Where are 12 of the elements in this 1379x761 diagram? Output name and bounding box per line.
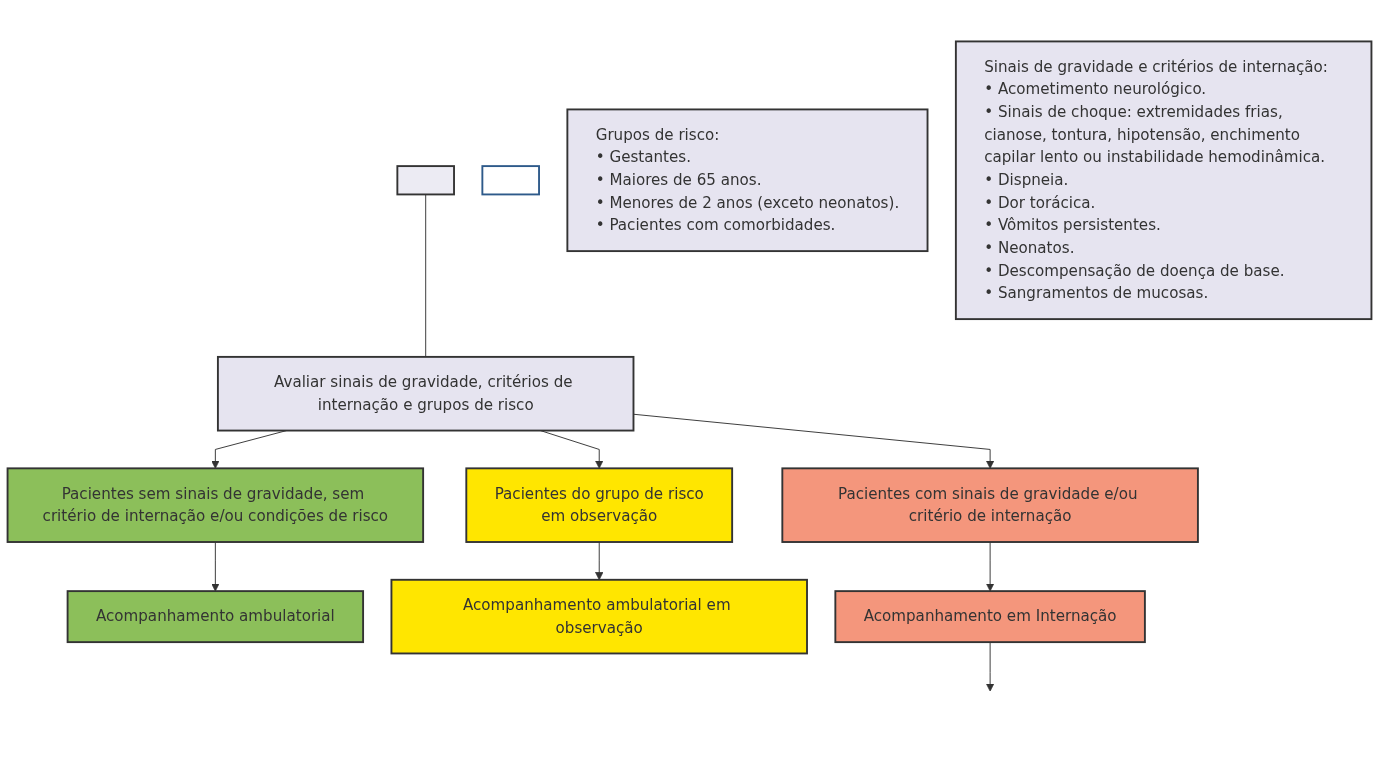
node-box: Acompanhamento ambulatorial xyxy=(66,590,365,644)
node-box: Pacientes com sinais de gravidade e/ou critério de internação xyxy=(781,467,1199,543)
node-box: Sinais de gravidade e critérios de internação: • Acometimento neurológico. • Sinais de choque: extremidades frias, cianose, tontura, hipotensão, enchimento capilar lento ou instabilidade hemodinâmica. • Dispneia. • Dor torácica. • Vômitos persistentes. • Neonatos. • Descompensação de doença de base. • Sangramentos de mucosas. xyxy=(954,40,1373,321)
node-box: Acompanhamento em Internação xyxy=(834,590,1146,644)
node-box: Acompanhamento ambulatorial em observação xyxy=(390,578,808,655)
node-box: Avaliar sinais de gravidade, critérios de internação e grupos de risco xyxy=(216,355,635,432)
connector xyxy=(425,193,427,358)
node-box xyxy=(396,165,455,196)
node-box: Grupos de risco: • Gestantes. • Maiores de 65 anos. • Menores de 2 anos (exceto neonatos). • Pacientes com comorbidades. xyxy=(566,108,929,253)
node-box xyxy=(481,165,540,196)
node-box: Pacientes do grupo de risco em observação xyxy=(465,467,734,543)
node-box: Pacientes sem sinais de gravidade, sem critério de internação e/ou condições de risco xyxy=(6,467,425,543)
